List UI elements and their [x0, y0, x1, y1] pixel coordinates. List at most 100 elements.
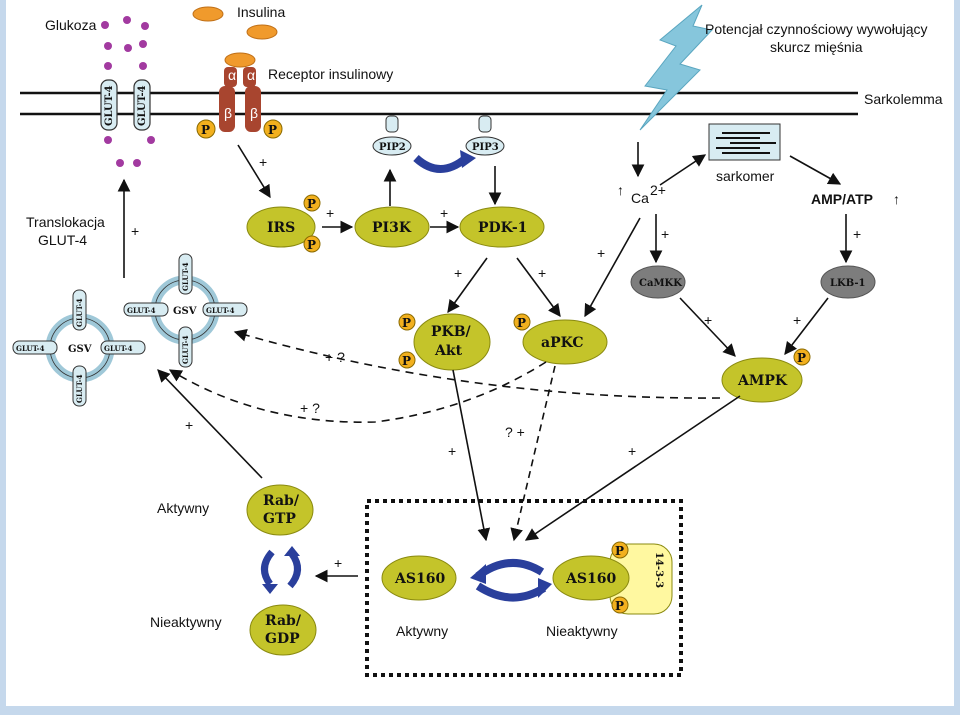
- gsv-right-label: GSV: [173, 306, 197, 317]
- lkb1-node: LKB-1: [820, 265, 876, 299]
- svg-text:GLUT-4: GLUT-4: [181, 262, 190, 291]
- alpha-right: α: [247, 67, 255, 83]
- camkk-label: CaMKK: [639, 278, 682, 289]
- svg-text:+ ?: + ?: [325, 349, 345, 365]
- receptor-phospho-left: P: [196, 119, 216, 139]
- plus-signs: + + + + + + + + + + + + + + + + ? + ? ? …: [131, 154, 861, 571]
- pip2-node: PIP2: [372, 115, 412, 156]
- rab-gtp-node: Rab/ GTP: [246, 484, 314, 536]
- camkk-node: CaMKK: [630, 265, 686, 299]
- pdk1-label: PDK-1: [478, 220, 527, 236]
- ca-up-arrow: ↑: [617, 182, 624, 198]
- svg-text:GLUT-4: GLUT-4: [181, 335, 190, 364]
- arrow-pkb-as160: [452, 369, 491, 542]
- ampk-node: AMPK P: [721, 348, 811, 403]
- svg-text:P: P: [797, 351, 806, 365]
- translokacja-label-line1: Translokacja: [26, 214, 105, 230]
- svg-text:+: +: [853, 226, 861, 242]
- potencjal-label-line1: Potencjał czynnościowy wywołujący: [705, 21, 928, 37]
- pkb-label-line1: PKB/: [431, 324, 472, 340]
- svg-text:+: +: [448, 443, 456, 459]
- as160-box: [365, 499, 683, 677]
- arrow-receptor-irs: [237, 144, 271, 199]
- glut4-membrane-transporter-right: GLUT-4: [133, 79, 151, 131]
- nieaktywny-as-label: Nieaktywny: [546, 623, 618, 639]
- irs-label: IRS: [267, 220, 295, 236]
- nieaktywny-rab-label: Nieaktywny: [150, 614, 222, 630]
- svg-text:+: +: [454, 265, 462, 281]
- rab-gdp-line2: GDP: [265, 631, 300, 647]
- lkb1-label: LKB-1: [830, 278, 865, 289]
- gsv-left-label: GSV: [68, 344, 92, 355]
- translokacja-label-line2: GLUT-4: [38, 232, 87, 248]
- svg-text:+: +: [185, 417, 193, 433]
- sarkolemma-label: Sarkolemma: [864, 91, 943, 107]
- glukoza-label: Glukoza: [45, 17, 97, 33]
- receptor-label: Receptor insulinowy: [268, 66, 393, 82]
- arrow-lkb1-ampk: [784, 297, 829, 356]
- arrow-pdk1-pkb: [447, 257, 488, 314]
- beta-right: β: [250, 105, 258, 121]
- pip-conversion-arrowhead: [460, 150, 476, 168]
- pip3-label: PIP3: [472, 142, 499, 153]
- glut4-membrane-transporter-left: GLUT-4: [100, 79, 118, 131]
- arrow-apkc-as160: [510, 365, 556, 542]
- svg-text:P: P: [307, 238, 316, 252]
- svg-text:P: P: [268, 123, 277, 137]
- glut4-membrane-right-label: GLUT-4: [137, 85, 148, 126]
- arrow-apkc-gsv-dashed: [168, 361, 547, 423]
- svg-text:+: +: [440, 205, 448, 221]
- svg-text:+ ?: + ?: [300, 400, 320, 416]
- arrow-ca-sarkomer: [659, 154, 707, 186]
- svg-text:GLUT-4: GLUT-4: [104, 344, 133, 353]
- action-potential-lightning: [639, 4, 713, 131]
- ca-label: Ca: [631, 190, 649, 206]
- beta-left: β: [224, 105, 232, 121]
- arrow-sarkomer-ampatp: [789, 155, 842, 185]
- rab-gdp-line1: Rab/: [265, 613, 302, 629]
- svg-text:P: P: [402, 316, 411, 330]
- arrow-ampk-gsv-dashed: [233, 329, 721, 399]
- pkb-akt-node: PKB/ Akt P P: [398, 313, 491, 371]
- insulin-bound: [224, 52, 256, 68]
- glucose-molecules-outside: [101, 16, 149, 70]
- rab-gdp-node: Rab/ GDP: [249, 604, 317, 656]
- pdk1-node: PDK-1: [459, 206, 545, 248]
- svg-text:+: +: [661, 226, 669, 242]
- pip2-label: PIP2: [379, 142, 406, 153]
- svg-text:+: +: [326, 205, 334, 221]
- rab-gtp-line2: GTP: [263, 511, 296, 527]
- apkc-label: aPKC: [541, 335, 584, 351]
- svg-text:+: +: [793, 312, 801, 328]
- svg-text:+: +: [334, 555, 342, 571]
- glucose-molecules-inside: [104, 136, 155, 167]
- svg-text:+: +: [259, 154, 267, 170]
- pathway-arrows: [117, 142, 853, 583]
- svg-text:GLUT-4: GLUT-4: [75, 298, 84, 327]
- arrow-ampk-as160: [524, 395, 741, 541]
- pi3k-node: PI3K: [354, 206, 430, 248]
- p1433-label: 14-3-3: [653, 552, 664, 588]
- insulina-label: Insulina: [237, 4, 285, 20]
- svg-text:+: +: [131, 223, 139, 239]
- insulin-molecule-2: [246, 24, 278, 40]
- svg-text:+: +: [628, 443, 636, 459]
- as160-active-node: AS160: [381, 555, 457, 601]
- svg-text:P: P: [402, 354, 411, 368]
- sarkomer-label: sarkomer: [716, 168, 775, 184]
- svg-text:P: P: [201, 123, 210, 137]
- svg-text:? +: ? +: [505, 424, 525, 440]
- arrow-pdk1-apkc: [516, 257, 561, 318]
- alpha-left: α: [228, 67, 236, 83]
- svg-text:P: P: [615, 599, 624, 613]
- svg-text:+: +: [704, 312, 712, 328]
- svg-text:P: P: [307, 197, 316, 211]
- svg-text:GLUT-4: GLUT-4: [16, 344, 45, 353]
- amp-atp-label: AMP/ATP: [811, 191, 873, 207]
- gsv-vesicle-right: GSV GLUT-4 GLUT-4 GLUT-4 GLUT-4: [123, 253, 248, 368]
- as160-inactive-node: 14-3-3 AS160 P P: [552, 541, 673, 615]
- apkc-node: aPKC P: [513, 313, 608, 365]
- arrow-camkk-ampk: [679, 297, 736, 357]
- rab-cycle-arrows: [261, 546, 301, 594]
